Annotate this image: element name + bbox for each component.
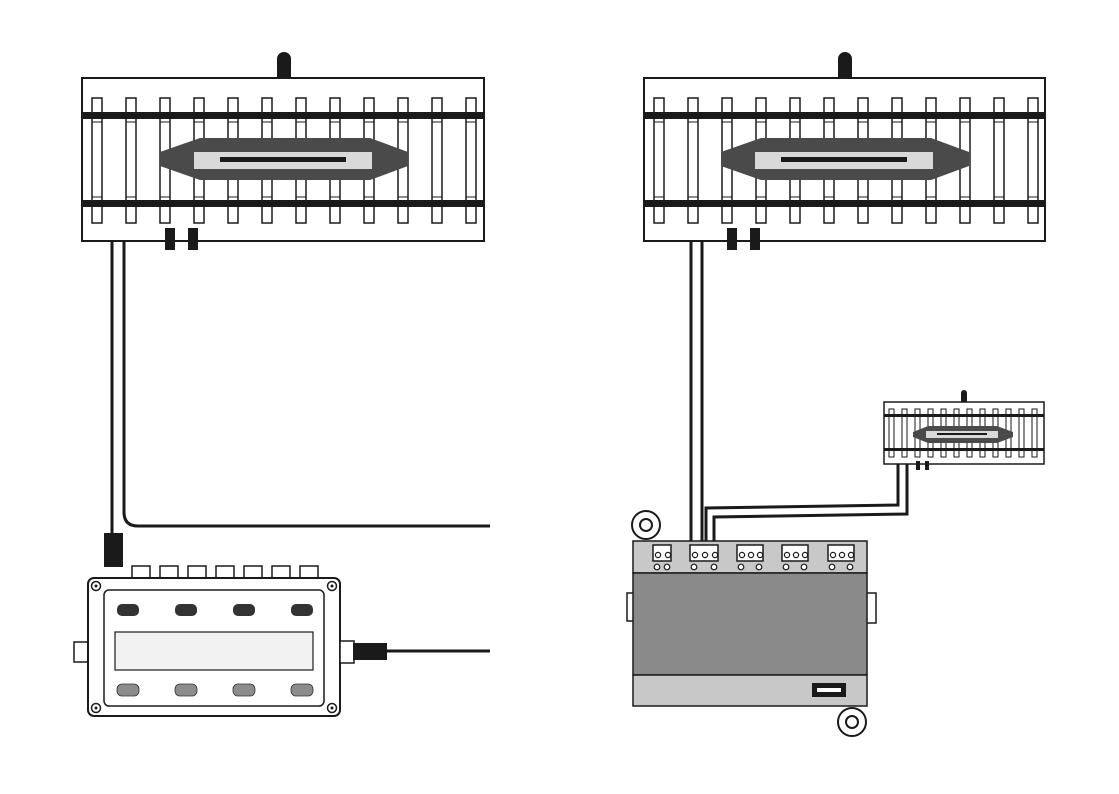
left-track-rail-bottom [82, 200, 484, 207]
small-track-rail-bottom [884, 448, 1044, 451]
small-track-section [884, 390, 1044, 470]
left-wire-plug [104, 533, 123, 567]
terminal-screw [702, 552, 707, 557]
left-track-connector-2 [188, 228, 198, 250]
right-track-connector-1 [727, 228, 737, 250]
track-to-right-wire [124, 241, 490, 526]
module-led [738, 564, 744, 570]
terminal-screw [784, 552, 789, 557]
module-led [654, 564, 660, 570]
terminal-screw [739, 552, 744, 557]
terminal-screw [830, 552, 835, 557]
small-track-connector-1 [916, 461, 920, 470]
terminal-screw [793, 552, 798, 557]
control-box-led [117, 604, 139, 616]
small-uncoupler-slot [937, 433, 987, 435]
terminal-screw [692, 552, 697, 557]
screw-center [95, 707, 98, 710]
control-box-display [115, 632, 313, 670]
module-led [783, 564, 789, 570]
terminal-screw [665, 552, 670, 557]
module-mount-top-hole [640, 519, 652, 531]
right-uncoupler-slot [781, 157, 907, 162]
small-track-to-module-wire-1 [706, 464, 898, 545]
left-track-connector-1 [165, 228, 175, 250]
right-track-connector-2 [750, 228, 760, 250]
control-box-output-plug [353, 643, 387, 660]
module-led [664, 564, 670, 570]
control-box-led [117, 684, 139, 696]
module-led [847, 564, 853, 570]
module-mount-bottom-hole [846, 716, 858, 728]
module-led [829, 564, 835, 570]
module-dip-switch-window [817, 688, 841, 692]
control-box-led [233, 604, 255, 616]
terminal-screw [802, 552, 807, 557]
right-wires [691, 241, 907, 545]
control-box-right-socket [340, 641, 354, 663]
right-track-rail-top [644, 112, 1045, 119]
terminal-screw [839, 552, 844, 557]
module-led [691, 564, 697, 570]
module-led [801, 564, 807, 570]
terminal-screw [848, 552, 853, 557]
terminal-screw [748, 552, 753, 557]
decoder-module [627, 511, 876, 736]
terminal-screw [712, 552, 717, 557]
screw-center [331, 585, 334, 588]
screw-center [331, 707, 334, 710]
module-led [756, 564, 762, 570]
module-led [711, 564, 717, 570]
screw-center [95, 585, 98, 588]
control-box-led [233, 684, 255, 696]
control-box-led [291, 684, 313, 696]
small-track-connector-2 [925, 461, 929, 470]
left-uncoupler-slot [220, 157, 346, 162]
small-track-rail-top [884, 414, 1044, 417]
right-track-rail-bottom [644, 200, 1045, 207]
left-track-section [82, 52, 484, 250]
control-box-led [175, 604, 197, 616]
right-track-section [644, 52, 1045, 250]
control-box [74, 566, 387, 716]
terminal-screw [655, 552, 660, 557]
module-body [633, 573, 867, 675]
terminal-screw [757, 552, 762, 557]
control-box-led [291, 604, 313, 616]
control-box-led [175, 684, 197, 696]
left-track-rail-top [82, 112, 484, 119]
